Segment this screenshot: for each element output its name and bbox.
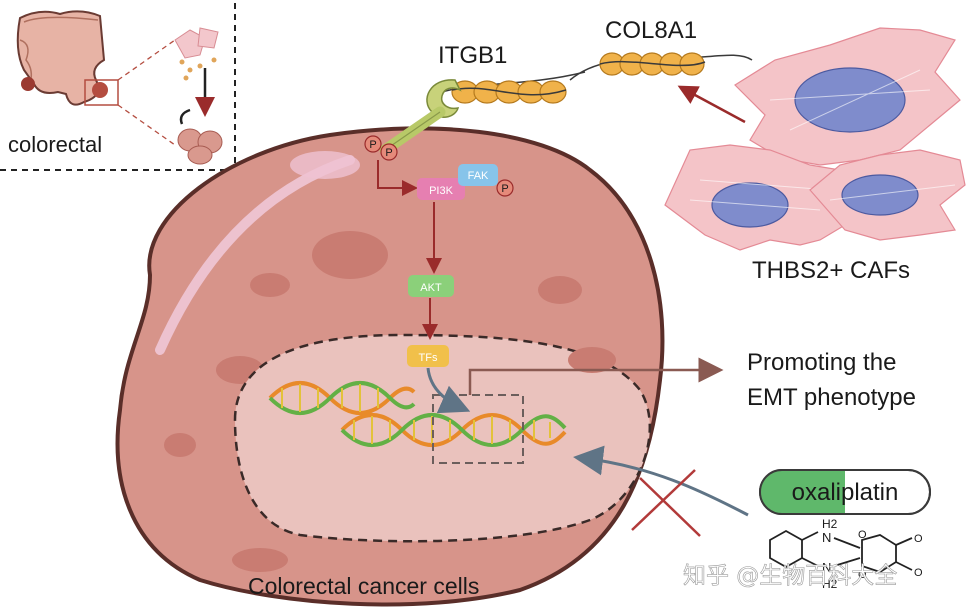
organelle <box>568 347 616 373</box>
phospho-receptor: P P <box>364 135 398 161</box>
organelle <box>538 276 582 304</box>
tf-binding-arrow <box>426 367 471 414</box>
svg-text:O: O <box>914 567 923 579</box>
caf-nucleus <box>794 67 906 133</box>
organelle <box>232 548 288 572</box>
svg-text:H2: H2 <box>822 517 838 531</box>
promoting-label-line2: EMT phenotype <box>747 384 916 411</box>
itgb1-label: ITGB1 <box>438 42 507 69</box>
oxaliplatin-pill: oxaliplatin <box>759 469 931 515</box>
inset-label: colorectal <box>8 132 102 157</box>
drug-action-arrow <box>573 445 749 517</box>
svg-text:AKT: AKT <box>420 282 442 294</box>
colorectal-inset: colorectal <box>0 0 236 171</box>
fak-box: FAK <box>458 164 498 186</box>
cell-cluster-icon <box>174 27 223 165</box>
oxaliplatin-structure-icon: H2 N N H2 O O O O <box>769 517 923 591</box>
phospho-fak: P <box>496 179 514 197</box>
organelle <box>312 231 388 279</box>
svg-text:P: P <box>501 183 508 195</box>
tfs-box: TFs <box>407 345 449 367</box>
svg-text:O: O <box>858 569 867 581</box>
caf-nucleus <box>841 174 919 216</box>
target-gene-box <box>432 394 524 464</box>
promoting-arrow <box>468 357 724 395</box>
svg-text:FAK: FAK <box>468 170 489 182</box>
svg-text:O: O <box>914 533 923 545</box>
col8a1-fiber <box>569 52 753 81</box>
organelle <box>164 433 196 457</box>
svg-text:P: P <box>369 139 376 151</box>
caf-label: THBS2+ CAFs <box>752 257 910 284</box>
svg-text:H2: H2 <box>822 577 838 591</box>
pi3k-box: PI3K <box>417 178 465 200</box>
caf-cell <box>809 149 966 241</box>
colon-icon <box>16 10 108 106</box>
caf-cell <box>664 144 846 251</box>
svg-text:N: N <box>822 560 831 575</box>
pathway-arrow <box>377 160 418 196</box>
watermark-text: 知乎 @生物百科大全 <box>683 563 897 589</box>
svg-text:O: O <box>858 529 867 541</box>
svg-text:TFs: TFs <box>419 352 438 364</box>
svg-text:P: P <box>385 147 392 159</box>
secretion-arrow <box>677 85 746 124</box>
cell-label: Colorectal cancer cells <box>248 573 479 599</box>
dna-strand-top <box>268 381 416 415</box>
svg-text:PI3K: PI3K <box>429 185 454 197</box>
svg-text:N: N <box>822 530 831 545</box>
itgb1-receptor <box>379 79 462 156</box>
zoom-box <box>84 79 119 106</box>
promoting-label-line1: Promoting the <box>747 349 896 376</box>
nucleus <box>233 333 652 543</box>
organelle <box>250 273 290 297</box>
akt-box: AKT <box>408 275 454 297</box>
oxaliplatin-label: oxaliplatin <box>792 479 899 506</box>
col8a1-label: COL8A1 <box>605 17 697 44</box>
collagen-bound <box>429 71 586 104</box>
caf-cell <box>734 27 961 166</box>
cross-icon <box>631 469 701 537</box>
